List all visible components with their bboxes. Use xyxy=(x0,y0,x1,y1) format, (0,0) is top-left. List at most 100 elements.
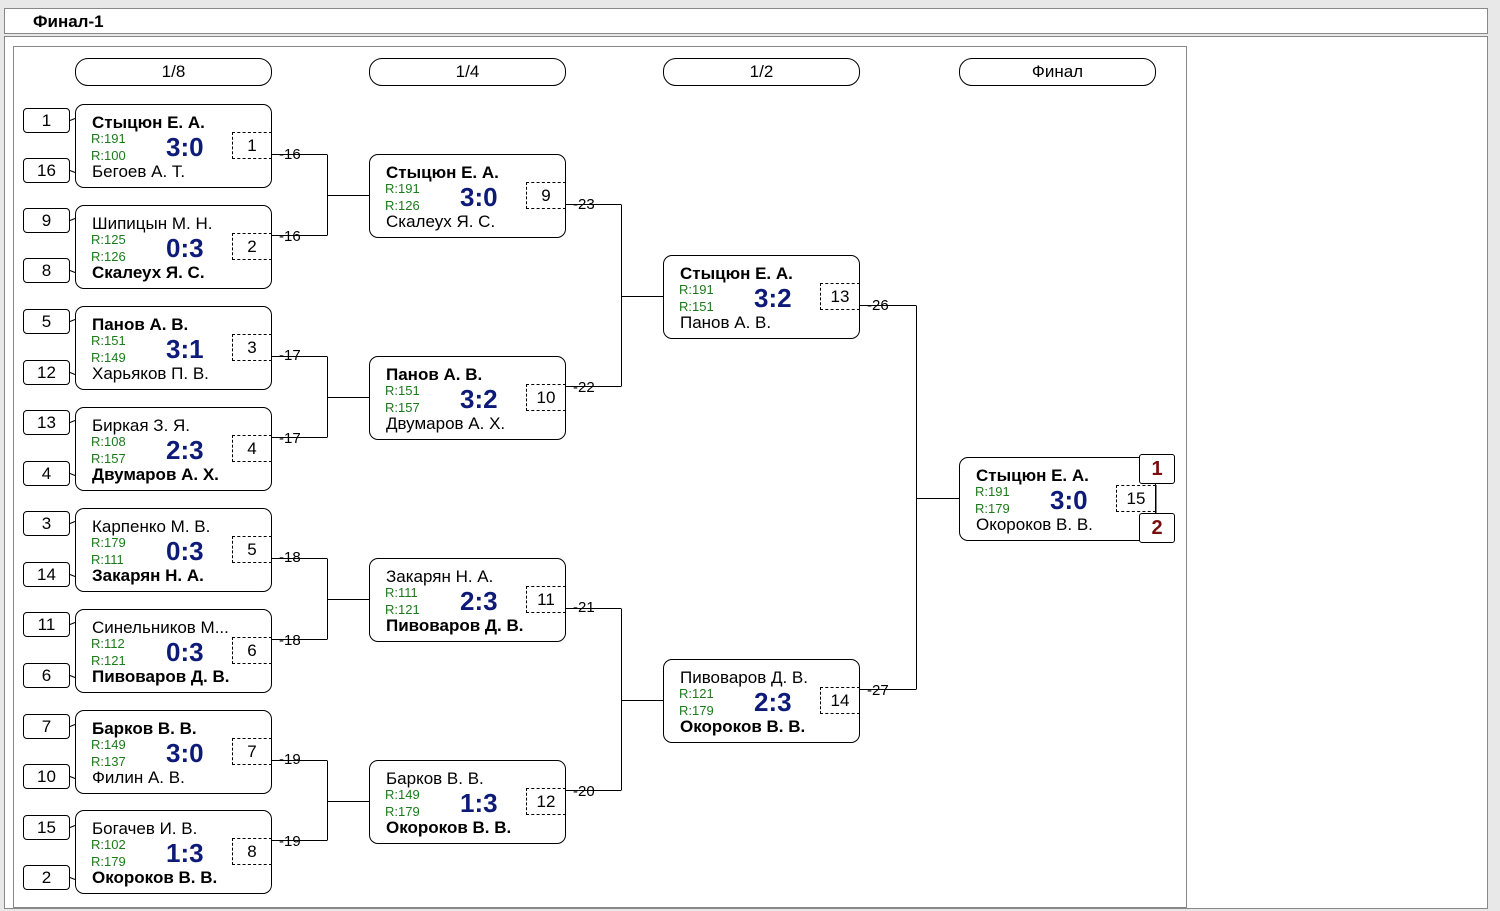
match-number: 8 xyxy=(232,838,272,865)
player-1-name: Стыцюн Е. А. xyxy=(92,113,205,132)
match-card[interactable]: Панов А. В. R:151 R:149 3:1 3 Харьяков П… xyxy=(75,306,272,390)
match-score: 1:3 xyxy=(460,788,498,818)
player-1-rating: R:191 xyxy=(679,282,714,297)
match-score: 3:0 xyxy=(460,182,498,212)
player-2-rating: R:157 xyxy=(91,451,126,466)
match-score: 0:3 xyxy=(166,637,204,667)
player-1-name: Пивоваров Д. В. xyxy=(680,668,808,687)
player-2-rating: R:126 xyxy=(91,249,126,264)
player-2-rating: R:149 xyxy=(91,350,126,365)
player-1-rating: R:112 xyxy=(91,636,125,651)
seed-box: 10 xyxy=(23,764,70,789)
match-score: 0:3 xyxy=(166,233,204,263)
player-2-name: Пивоваров Д. В. xyxy=(92,667,230,686)
match-card[interactable]: Стыцюн Е. А. R:191 R:100 3:0 1 Бегоев А.… xyxy=(75,104,272,188)
player-2-name: Бегоев А. Т. xyxy=(92,162,186,181)
match-card[interactable]: Шипицын М. Н. R:125 R:126 0:3 2 Скалеух … xyxy=(75,205,272,289)
match-score: 3:0 xyxy=(1050,485,1088,515)
player-2-name: Харьяков П. В. xyxy=(92,364,209,383)
match-number: 3 xyxy=(232,334,272,361)
loser-label: -16 xyxy=(279,146,301,163)
match-score: 2:3 xyxy=(460,586,498,616)
loser-label: -16 xyxy=(279,228,301,245)
player-1-rating: R:102 xyxy=(91,837,126,852)
seed-box: 7 xyxy=(23,714,70,739)
round-header-1-2[interactable]: 1/2 xyxy=(663,58,860,86)
player-1-rating: R:151 xyxy=(91,333,126,348)
bracket-connector xyxy=(69,420,76,423)
player-1-name: Шипицын М. Н. xyxy=(92,214,213,233)
player-1-name: Панов А. В. xyxy=(92,315,189,334)
bracket-connector xyxy=(69,118,76,121)
loser-label: -17 xyxy=(279,347,301,364)
loser-label: -19 xyxy=(279,833,301,850)
round-header-1-8[interactable]: 1/8 xyxy=(75,58,272,86)
player-2-rating: R:157 xyxy=(385,400,420,415)
seed-box: 3 xyxy=(23,511,70,536)
match-card[interactable]: Панов А. В. R:151 R:157 3:2 10 Двумаров … xyxy=(369,356,566,440)
match-number: 12 xyxy=(526,788,566,815)
match-card[interactable]: Карпенко М. В. R:179 R:111 0:3 5 Закарян… xyxy=(75,508,272,592)
player-2-name: Филин А. В. xyxy=(92,768,185,787)
seed-box: 15 xyxy=(23,815,70,840)
bracket-connector xyxy=(69,675,76,678)
match-card[interactable]: Барков В. В. R:149 R:179 1:3 12 Окороков… xyxy=(369,760,566,844)
place-1-badge: 1 xyxy=(1139,454,1175,484)
bracket-connector xyxy=(69,574,76,577)
seed-box: 16 xyxy=(23,158,70,183)
seed-box: 8 xyxy=(23,258,70,283)
loser-label: -27 xyxy=(867,682,889,699)
player-2-rating: R:179 xyxy=(91,854,126,869)
match-card[interactable]: Богачев И. В. R:102 R:179 1:3 8 Окороков… xyxy=(75,810,272,894)
player-2-name: Двумаров А. Х. xyxy=(386,414,506,433)
match-card[interactable]: Пивоваров Д. В. R:121 R:179 2:3 14 Окоро… xyxy=(663,659,860,743)
player-1-rating: R:191 xyxy=(385,181,420,196)
seed-box: 4 xyxy=(23,461,70,486)
match-number: 7 xyxy=(232,738,272,765)
bracket-connector xyxy=(69,825,76,828)
match-card[interactable]: Закарян Н. А. R:111 R:121 2:3 11 Пивовар… xyxy=(369,558,566,642)
match-number: 13 xyxy=(820,283,860,310)
player-2-name: Скалеух Я. С. xyxy=(386,212,496,231)
loser-label: -18 xyxy=(279,632,301,649)
match-card[interactable]: Стыцюн Е. А. R:191 R:126 3:0 9 Скалеух Я… xyxy=(369,154,566,238)
loser-label: -18 xyxy=(279,549,301,566)
bracket-connector xyxy=(69,473,76,476)
player-1-rating: R:125 xyxy=(91,232,126,247)
seed-box: 14 xyxy=(23,562,70,587)
loser-label: -17 xyxy=(279,430,301,447)
player-2-name: Окороков В. В. xyxy=(976,515,1093,534)
match-score: 2:3 xyxy=(754,687,792,717)
bracket-connector xyxy=(69,521,76,524)
player-1-name: Биркая З. Я. xyxy=(92,416,191,435)
player-1-name: Панов А. В. xyxy=(386,365,483,384)
match-card[interactable]: Биркая З. Я. R:108 R:157 2:3 4 Двумаров … xyxy=(75,407,272,491)
player-1-rating: R:179 xyxy=(91,535,126,550)
bracket-connector xyxy=(69,877,76,880)
bracket-connector xyxy=(69,724,76,727)
match-score: 3:2 xyxy=(460,384,498,414)
match-card[interactable]: Стыцюн Е. А. R:191 R:151 3:2 13 Панов А.… xyxy=(663,255,860,339)
match-score: 0:3 xyxy=(166,536,204,566)
bracket-connector xyxy=(69,622,76,625)
match-number: 1 xyxy=(232,132,272,159)
seed-box: 12 xyxy=(23,360,70,385)
bracket-connector xyxy=(69,776,76,779)
match-card[interactable]: Синельников М... R:112 R:121 0:3 6 Пивов… xyxy=(75,609,272,693)
loser-label: -20 xyxy=(573,783,595,800)
player-2-name: Окороков В. В. xyxy=(92,868,218,887)
player-1-rating: R:191 xyxy=(91,131,126,146)
player-2-rating: R:179 xyxy=(679,703,714,718)
bracket-connector xyxy=(69,170,76,173)
player-2-name: Пивоваров Д. В. xyxy=(386,616,524,635)
round-header-1-4[interactable]: 1/4 xyxy=(369,58,566,86)
player-2-rating: R:100 xyxy=(91,148,126,163)
bracket-connector xyxy=(69,372,76,375)
round-header-final[interactable]: Финал xyxy=(959,58,1156,86)
match-number: 14 xyxy=(820,687,860,714)
player-2-rating: R:151 xyxy=(679,299,714,314)
player-1-rating: R:149 xyxy=(385,787,420,802)
match-card-final[interactable]: Стыцюн Е. А. R:191 R:179 3:0 15 Окороков… xyxy=(959,457,1156,541)
player-1-name: Стыцюн Е. А. xyxy=(976,466,1089,485)
match-card[interactable]: Барков В. В. R:149 R:137 3:0 7 Филин А. … xyxy=(75,710,272,794)
